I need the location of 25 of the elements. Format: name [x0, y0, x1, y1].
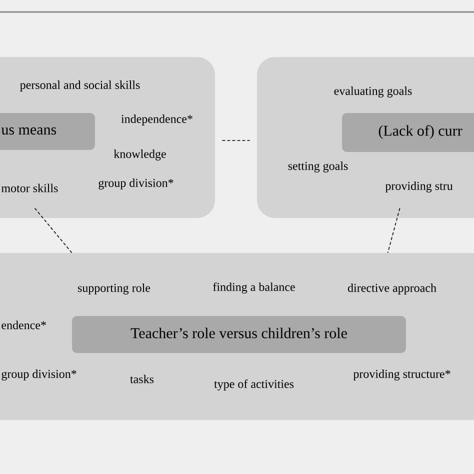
- keyword-label: evaluating goals: [334, 86, 412, 98]
- keyword-label: providing stru: [385, 182, 453, 192]
- keyword-label: directive approach: [348, 284, 436, 294]
- category-title: (Lack of) curr: [378, 125, 462, 139]
- keyword-label: endence*: [2, 320, 46, 330]
- keyword-label: knowledge: [114, 150, 166, 160]
- category-box: [342, 113, 474, 152]
- connector-line: [222, 140, 250, 141]
- keyword-label: group division*: [98, 178, 174, 190]
- keyword-label: tasks: [130, 374, 154, 384]
- keyword-label: providing structure*: [353, 370, 450, 380]
- category-box: [72, 316, 406, 353]
- category-title: us means: [1, 127, 56, 135]
- keyword-label: setting goals: [288, 162, 348, 172]
- keyword-label: type of activities: [214, 379, 294, 391]
- keyword-label: supporting role: [78, 284, 150, 294]
- keyword-label: motor skills: [1, 184, 58, 192]
- connector-line: [387, 208, 400, 254]
- keyword-label: personal and social skills: [20, 80, 140, 92]
- connector-line: [34, 208, 72, 254]
- category-title: Teacher’s role versus children’s role: [130, 328, 347, 338]
- keyword-label: group division*: [2, 370, 76, 380]
- keyword-label: finding a balance: [213, 282, 295, 294]
- category-box: [0, 113, 95, 150]
- keyword-label: independence*: [121, 114, 192, 126]
